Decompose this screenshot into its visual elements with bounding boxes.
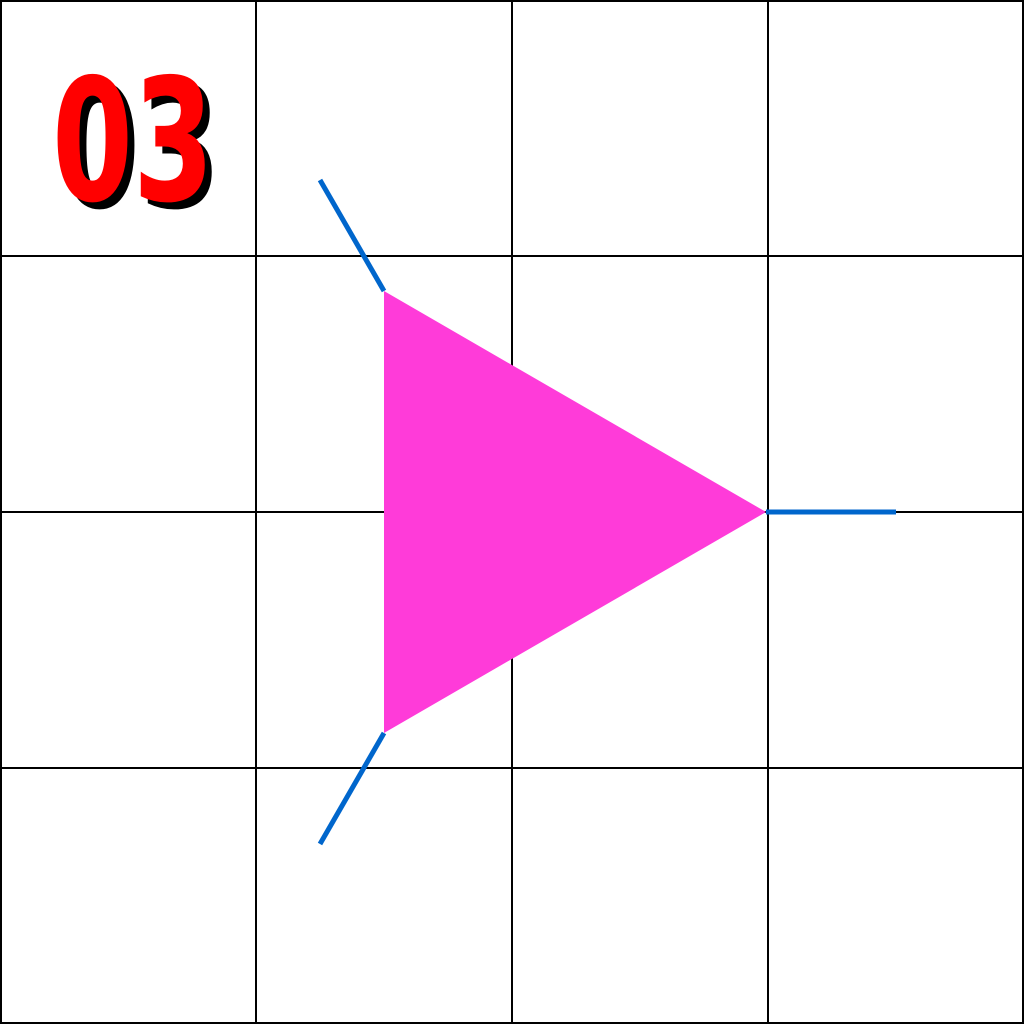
number-badge-shadow: 03 [59, 50, 221, 248]
number-badge: 03 03 [52, 43, 221, 248]
number-badge-text: 03 [52, 43, 214, 241]
spoke-top [317, 178, 387, 293]
triangle-shape [384, 291, 766, 733]
spoke-bottom [317, 731, 387, 846]
triangle-figure [317, 178, 896, 846]
